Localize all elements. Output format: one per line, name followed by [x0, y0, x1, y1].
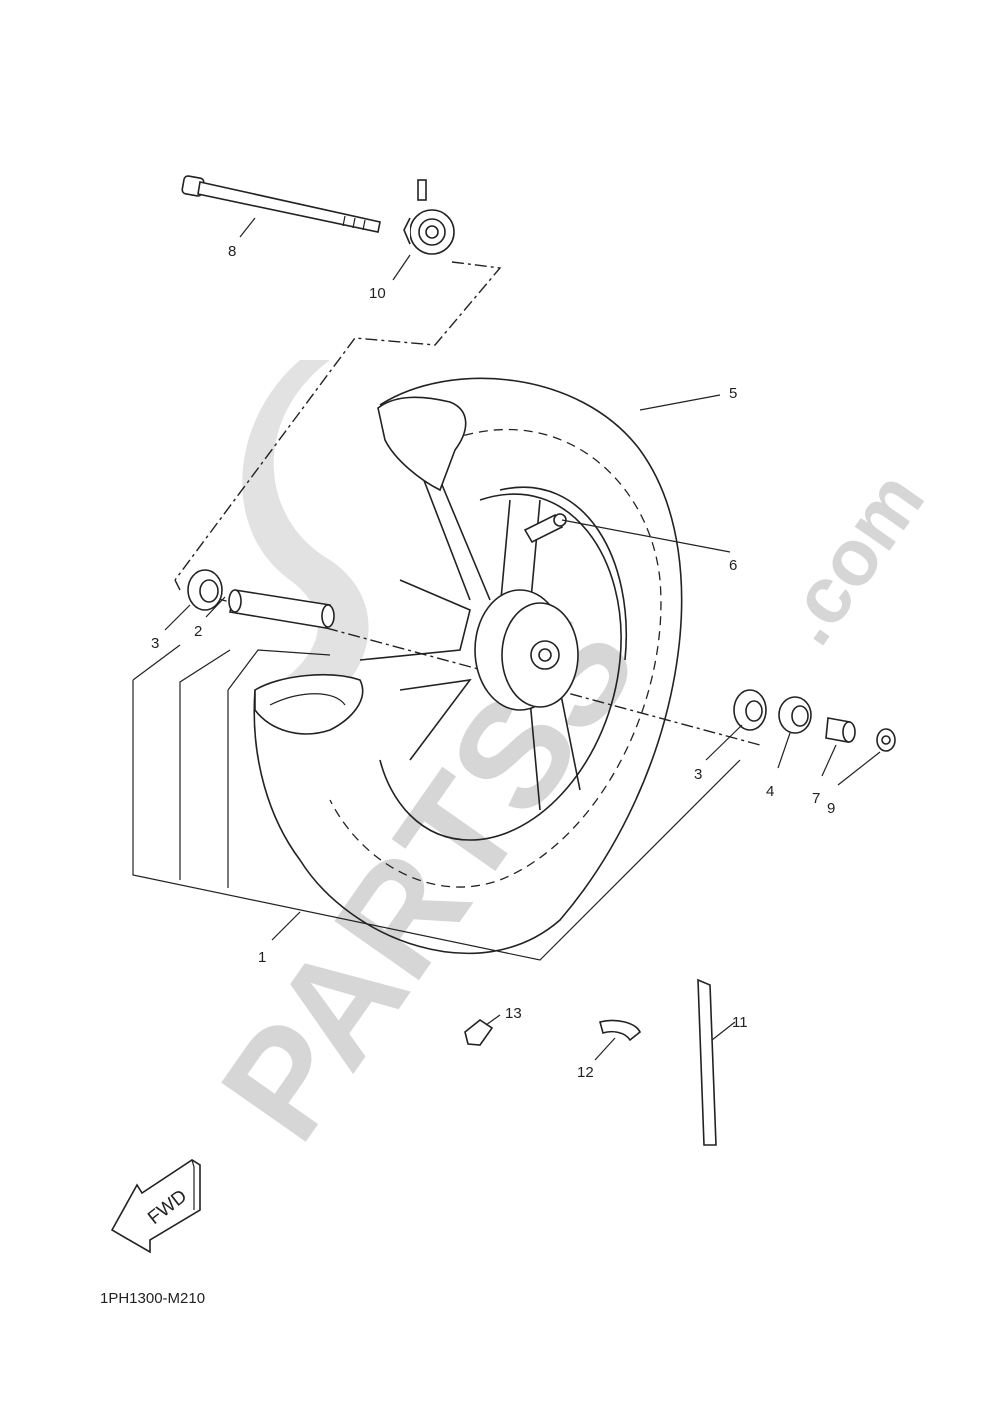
part-13-clip[interactable]: [464, 1019, 494, 1046]
callout-8: 8: [228, 243, 236, 260]
callout-5: 5: [729, 385, 737, 402]
drawing-code: 1PH1300-M210: [100, 1290, 205, 1307]
callout-7: 7: [812, 790, 820, 807]
part-8-axle-bolt[interactable]: [181, 175, 381, 233]
part-2-spacer[interactable]: [228, 589, 335, 629]
part-9-nut[interactable]: [876, 728, 896, 752]
assembly-line: [174, 261, 502, 581]
part-6-valve[interactable]: [523, 513, 567, 544]
part-3-bearing-right[interactable]: [733, 689, 767, 731]
callout-3-right: 3: [694, 766, 702, 783]
callout-4: 4: [766, 783, 774, 800]
part-4-oil-seal[interactable]: [778, 696, 812, 734]
watermark-brand: PARTSS: [189, 583, 669, 1169]
part-7-collar[interactable]: [825, 717, 856, 743]
part-10-gear-unit[interactable]: [403, 179, 455, 255]
bracket-line-1: [132, 644, 741, 961]
part-1-wheel[interactable]: [253, 377, 683, 955]
callout-6: 6: [729, 557, 737, 574]
callout-10: 10: [369, 285, 386, 302]
callout-13: 13: [505, 1005, 522, 1022]
callout-3-left: 3: [151, 635, 159, 652]
callout-9: 9: [827, 800, 835, 817]
part-11-cable-tie[interactable]: [697, 978, 717, 1146]
part-12-clamp[interactable]: [599, 1019, 642, 1042]
callout-12: 12: [577, 1064, 594, 1081]
callout-2: 2: [194, 623, 202, 640]
leader-lines: [164, 217, 881, 1061]
watermark: PARTSS .com: [189, 360, 941, 1168]
watermark-suffix: .com: [761, 456, 941, 660]
callout-1: 1: [258, 949, 266, 966]
forward-arrow: FWD: [110, 1159, 201, 1254]
part-3-bearing-left[interactable]: [187, 569, 223, 611]
callout-11: 11: [732, 1014, 748, 1031]
